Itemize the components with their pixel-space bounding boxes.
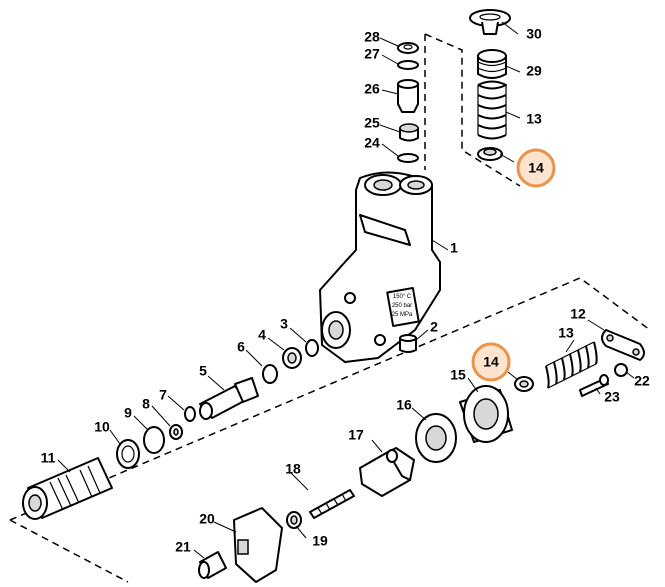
label-14-lower: 14: [483, 354, 499, 370]
part-4-nut: [282, 347, 302, 369]
housing-marking-pressure-mpa: 25 MPa: [392, 312, 413, 318]
label-6: 6: [237, 339, 245, 355]
label-28: 28: [364, 29, 380, 45]
part-15-cap: [459, 385, 513, 443]
part-20-knob: [233, 507, 283, 583]
label-16: 16: [396, 397, 412, 413]
highlight-circle-14-upper: [516, 148, 556, 188]
label-23: 23: [604, 389, 620, 405]
part-27-o-ring: [397, 60, 419, 70]
part-number-labels: 28 27 26 25 24 30 29 13 14 1 2 3 4 6 5 7…: [41, 26, 650, 555]
part-3-o-ring: [305, 339, 319, 357]
part-28-washer: [397, 42, 419, 54]
part-29-plug: [477, 49, 507, 79]
part-24-o-ring: [397, 153, 419, 163]
part-26-valve-body: [397, 79, 419, 113]
label-19: 19: [312, 533, 328, 549]
part-25-nut: [399, 123, 419, 142]
label-3: 3: [280, 316, 288, 332]
label-13-lower: 13: [558, 325, 574, 341]
label-29: 29: [526, 63, 542, 79]
part-19-nut: [286, 511, 302, 529]
part-1-pump-housing: 150° C 250 bar 25 MPa: [319, 171, 441, 363]
part-23-screw: [579, 374, 609, 397]
label-11: 11: [41, 450, 56, 466]
label-26: 26: [364, 81, 380, 97]
part-2-plug: [399, 334, 417, 353]
label-25: 25: [364, 115, 380, 131]
label-20: 20: [199, 511, 215, 527]
part-12-link: [601, 329, 645, 361]
label-30: 30: [526, 26, 542, 42]
part-30-cap: [469, 9, 511, 35]
label-17: 17: [348, 427, 364, 443]
label-4: 4: [258, 327, 266, 343]
part-9-o-ring: [143, 426, 165, 454]
part-7-ring: [184, 406, 196, 422]
housing-marking-pressure-bar: 250 bar: [392, 303, 412, 309]
assembly-guide-lines: [9, 33, 651, 583]
leader-lines: [57, 21, 635, 559]
label-14-upper: 14: [528, 160, 544, 176]
part-14-disc-lower: [514, 376, 534, 392]
part-5-valve: [199, 377, 259, 420]
label-12: 12: [570, 306, 586, 322]
part-13-spring-lower: [545, 341, 598, 389]
part-18-threaded-rod: [309, 489, 355, 519]
label-10: 10: [94, 419, 110, 435]
part-17-fitting: [359, 447, 415, 497]
label-5: 5: [199, 363, 207, 379]
label-18: 18: [285, 461, 301, 477]
label-9: 9: [124, 405, 132, 421]
part-8-washer: [169, 424, 183, 440]
label-22: 22: [634, 373, 650, 389]
part-13-spring-upper: [477, 80, 507, 140]
label-1: 1: [450, 240, 458, 256]
highlight-circle-14-lower: [471, 342, 511, 382]
label-27: 27: [364, 46, 380, 62]
label-15: 15: [450, 367, 466, 383]
label-2: 2: [430, 319, 438, 335]
label-13-upper: 13: [526, 111, 542, 127]
part-6-o-ring: [262, 364, 278, 384]
part-16-hex-nut: [415, 413, 457, 463]
part-10-washer: [116, 439, 140, 469]
label-7: 7: [159, 387, 167, 403]
part-11-tube: [22, 457, 113, 520]
part-21-pin: [198, 551, 227, 579]
label-24: 24: [364, 135, 380, 151]
part-22-nut: [614, 363, 628, 377]
label-21: 21: [175, 539, 191, 555]
label-8: 8: [142, 396, 150, 412]
housing-marking-temperature: 150° C: [393, 294, 412, 300]
part-14-disc-upper: [477, 147, 503, 161]
